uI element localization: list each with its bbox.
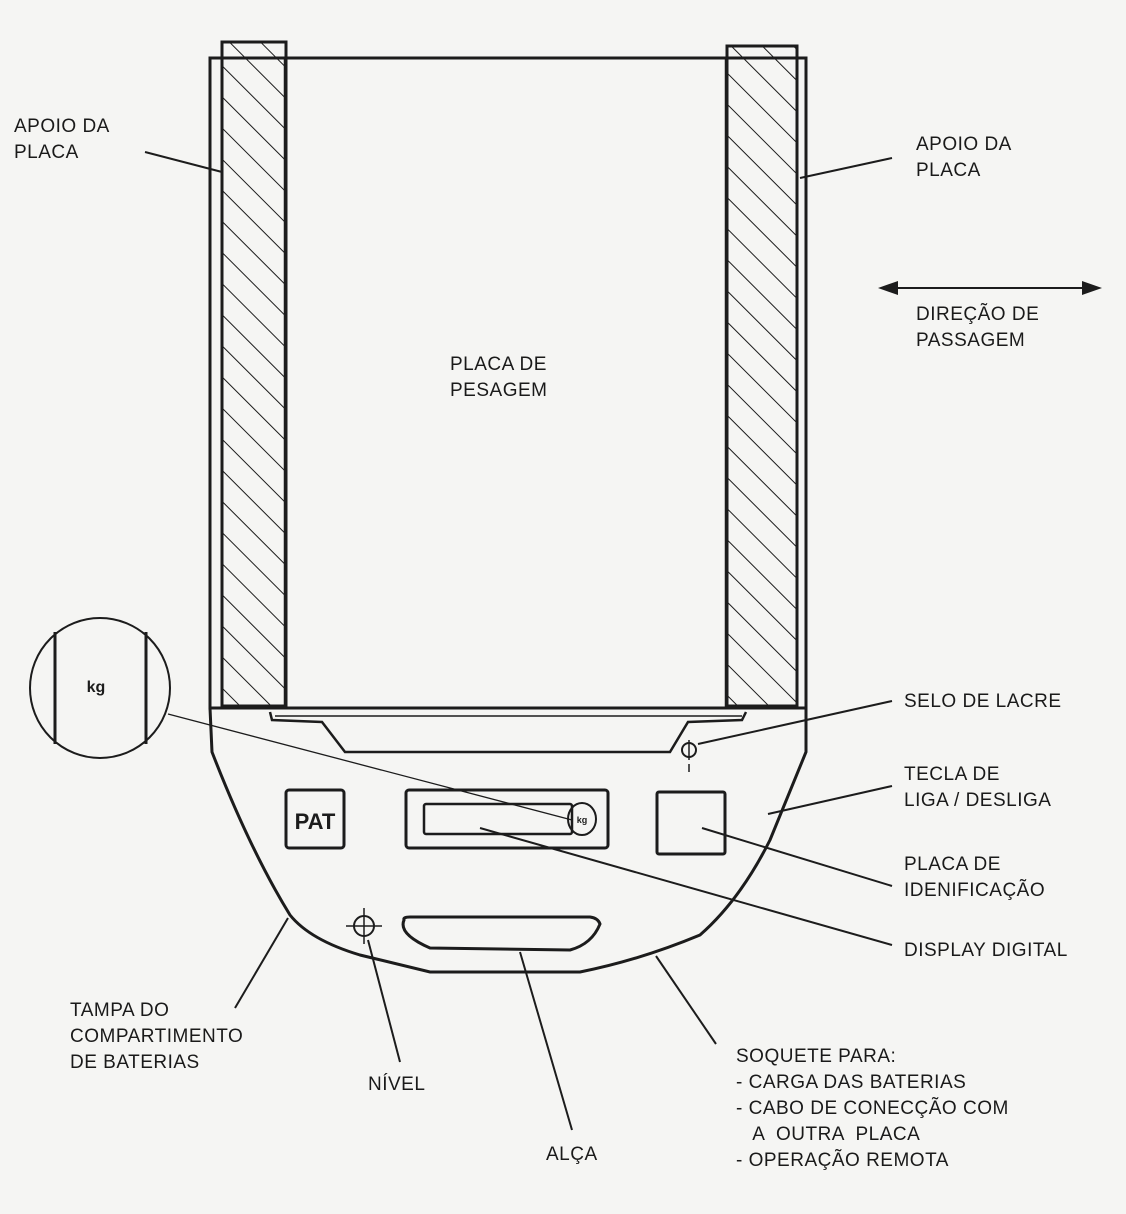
label-tampa-line2: COMPARTIMENTO [70,1026,243,1047]
label-apoio-left-line2: PLACA [14,142,79,163]
label-placa-pesagem-line1: PLACA DE [450,354,547,375]
scale-housing [208,707,808,974]
label-direcao: DIREÇÃO DE PASSAGEM [916,303,1039,351]
housing-outline [208,707,808,974]
leader-display [479,827,893,946]
label-apoio-left: APOIO DA PLACA [14,116,110,163]
kg-inset: kg [29,617,171,759]
label-soquete-line4: A OUTRA PLACA [736,1124,920,1145]
leader-apoio-left [144,151,223,173]
handle [401,915,602,952]
label-placa-id-line1: PLACA DE [904,854,1001,875]
label-placa-id: PLACA DE IDENIFICAÇÃO [904,854,1045,901]
label-selo: SELO DE LACRE [904,691,1062,712]
label-display: DISPLAY DIGITAL [904,940,1068,961]
label-soquete-line2: - CARGA DAS BATERIAS [736,1072,966,1093]
pat-button-frame[interactable] [284,788,346,850]
label-nivel-line1: NÍVEL [368,1074,425,1095]
leader-apoio-right [799,157,893,179]
label-soquete-line5: - OPERAÇÃO REMOTA [736,1149,949,1171]
label-tampa-line1: TAMPA DO [70,1000,169,1021]
leader-alca [519,951,573,1131]
left-support-bar [220,40,288,708]
label-placa-pesagem-line2: PESAGEM [450,380,547,401]
leader-soquete [655,955,717,1045]
label-tecla: TECLA DE LIGA / DESLIGA [904,764,1051,811]
label-soquete-line1: SOQUETE PARA: [736,1046,896,1067]
left-plate-support [220,40,288,708]
label-apoio-right-line2: PLACA [916,160,981,181]
leader-selo [697,700,893,745]
handle-outline [401,915,602,952]
leader-placa-id [701,827,893,887]
power-key-frame[interactable] [655,790,727,856]
pat-button[interactable]: PAT [284,788,346,850]
label-display-line1: DISPLAY DIGITAL [904,940,1068,961]
label-nivel: NÍVEL [368,1074,425,1095]
display-kg-text: kg [577,815,588,825]
leader-lines [144,151,893,1131]
level-icon [346,908,382,944]
plate-outer-frame [208,56,808,710]
label-selo-line1: SELO DE LACRE [904,691,1062,712]
right-plate-support [725,44,799,708]
pat-button-label: PAT [295,809,336,834]
label-tampa: TAMPA DO COMPARTIMENTO DE BATERIAS [70,1000,243,1073]
label-alca: ALÇA [546,1144,598,1165]
label-apoio-right-line1: APOIO DA [916,134,1012,155]
leader-kg-inset [167,713,573,821]
label-tecla-line2: LIGA / DESLIGA [904,790,1051,811]
right-support-bar [725,44,799,708]
kg-inset-circle [29,617,171,759]
label-tampa-line3: DE BATERIAS [70,1052,200,1073]
display-screen [422,802,574,836]
kg-inset-text: kg [87,679,106,696]
label-placa-pesagem: PLACA DE PESAGEM [450,354,547,401]
display-frame [404,788,610,850]
digital-display: kg [404,788,610,850]
leader-tecla [767,785,893,815]
leader-nivel [367,939,401,1063]
label-placa-id-line2: IDENIFICAÇÃO [904,879,1045,901]
label-soquete: SOQUETE PARA: - CARGA DAS BATERIAS - CAB… [736,1046,1009,1171]
seal-icon [681,740,697,772]
label-alca-line1: ALÇA [546,1144,598,1165]
label-apoio-right: APOIO DA PLACA [916,134,1012,181]
label-tecla-line1: TECLA DE [904,764,1000,785]
label-direcao-line2: PASSAGEM [916,330,1025,351]
leader-tampa [234,917,289,1009]
direction-arrow [878,281,1102,295]
power-key[interactable] [655,790,727,856]
label-direcao-line1: DIREÇÃO DE [916,303,1039,325]
housing-recess [268,711,748,754]
label-soquete-line3: - CABO DE CONECÇÃO COM [736,1097,1009,1119]
label-apoio-left-line1: APOIO DA [14,116,110,137]
